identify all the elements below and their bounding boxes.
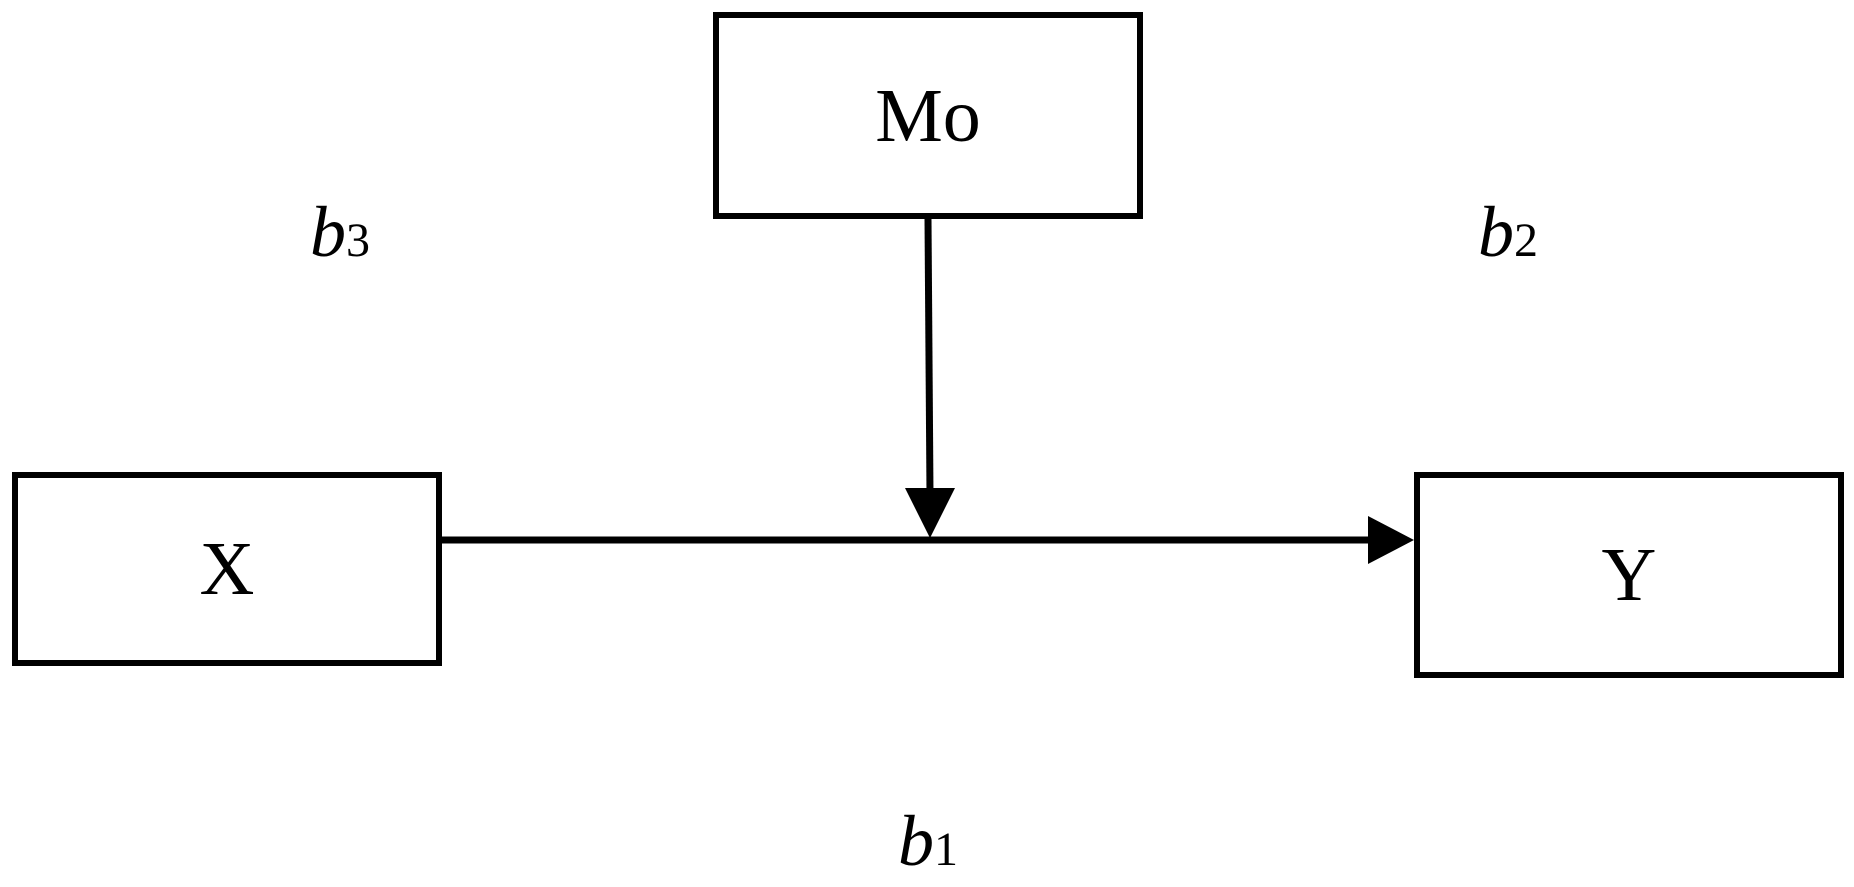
mo-arrowhead [905,488,955,538]
coefficient-b2-symbol: b [1478,192,1514,272]
coefficient-b1: b1 [898,805,958,877]
coefficient-b3: b3 [310,196,370,268]
coefficient-b1-subscript: 1 [934,823,958,876]
y-arrowhead [1368,516,1414,564]
coefficient-b3-subscript: 3 [346,214,370,267]
moderator-label: Mo [875,73,981,158]
coefficient-b3-symbol: b [310,192,346,272]
coefficient-b2: b2 [1478,196,1538,268]
moderator-box: Mo [713,12,1143,219]
outcome-label: Y [1601,533,1657,617]
coefficient-b1-symbol: b [898,801,934,881]
outcome-box: Y [1414,472,1844,678]
coefficient-b2-subscript: 2 [1514,214,1538,267]
predictor-box: X [12,472,442,666]
mo-to-path-line [924,218,934,496]
predictor-label: X [199,527,255,611]
